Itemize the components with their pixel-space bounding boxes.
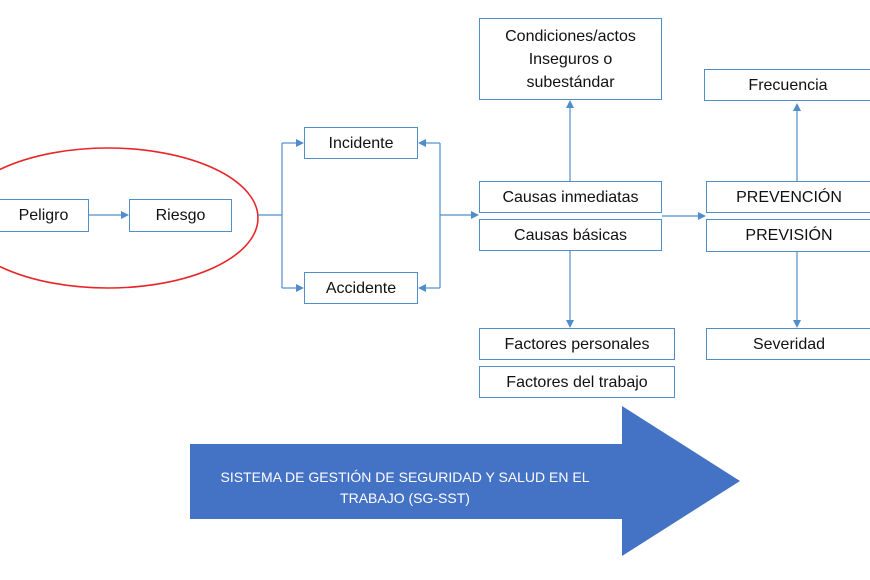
arrow-to-condiciones: [566, 100, 574, 181]
node-causas-inmediatas-label: Causas inmediatas: [502, 188, 639, 206]
node-severidad-label: Severidad: [752, 335, 826, 353]
sg-sst-banner-label: SISTEMA DE GESTIÓN DE SEGURIDAD Y SALUD …: [220, 469, 590, 506]
node-condiciones-label: Condiciones/actos Inseguros o subestánda…: [505, 27, 636, 91]
arrow-to-prevencion: [662, 212, 706, 220]
node-factores-trabajo: Factores del trabajo: [479, 366, 675, 398]
arrow-to-frecuencia: [793, 103, 801, 181]
arrow-riesgo-split: [258, 139, 304, 292]
arrow-to-severidad: [793, 252, 801, 328]
node-factores-trabajo-label: Factores del trabajo: [506, 373, 648, 391]
node-factores-personales-label: Factores personales: [504, 335, 650, 353]
arrow-to-factores: [566, 251, 574, 328]
node-factores-personales: Factores personales: [479, 328, 675, 360]
node-frecuencia-label: Frecuencia: [748, 76, 828, 94]
node-peligro-label: Peligro: [18, 207, 69, 224]
arrow-peligro-riesgo: [89, 211, 129, 219]
node-prevencion: PREVENCIÓN: [706, 181, 870, 213]
node-prevencion-label: PREVENCIÓN: [736, 188, 842, 206]
node-peligro: Peligro: [0, 199, 89, 232]
node-prevision: PREVISIÓN: [706, 219, 870, 252]
node-condiciones: Condiciones/actos Inseguros o subestánda…: [479, 18, 662, 100]
node-riesgo-label: Riesgo: [155, 207, 206, 224]
node-accidente: Accidente: [304, 272, 418, 304]
node-frecuencia: Frecuencia: [704, 69, 870, 101]
node-incidente: Incidente: [304, 127, 418, 159]
arrow-merge-causas: [418, 139, 479, 292]
highlight-ellipse: [0, 147, 259, 289]
node-causas-basicas-label: Causas básicas: [514, 226, 627, 244]
node-prevision-label: PREVISIÓN: [745, 227, 833, 244]
node-incidente-label: Incidente: [328, 134, 394, 152]
sg-sst-banner-arrow: [190, 406, 740, 556]
node-severidad: Severidad: [706, 328, 870, 360]
node-causas-basicas: Causas básicas: [479, 219, 662, 251]
node-accidente-label: Accidente: [325, 279, 397, 297]
node-causas-inmediatas: Causas inmediatas: [479, 181, 662, 213]
node-riesgo: Riesgo: [129, 199, 232, 232]
